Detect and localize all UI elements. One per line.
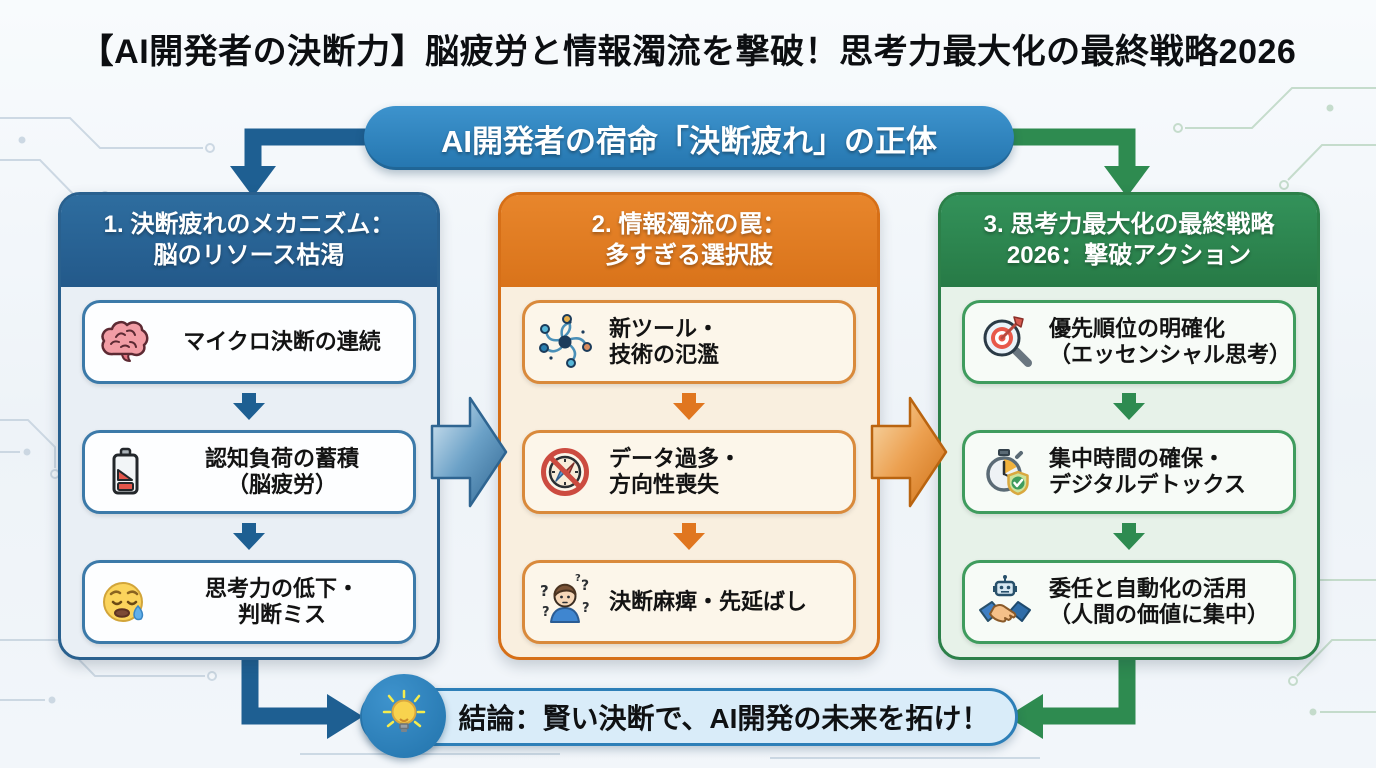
svg-text:?: ? — [540, 582, 549, 600]
battery-low-icon — [97, 444, 153, 500]
column-3-header-line1: 3. 思考力最大化の最終戦略 — [983, 211, 1275, 239]
item-label: マイクロ決断の連続 — [183, 329, 381, 355]
column-1-header-line2: 脳のリソース枯渇 — [153, 242, 345, 269]
down-arrow — [231, 523, 267, 551]
column-2-header-line1: 2. 情報濁流の罠： — [591, 211, 787, 239]
down-arrow — [1111, 523, 1147, 551]
column-information-overload: 2. 情報濁流の罠： 多すぎる選択肢 — [498, 192, 880, 660]
svg-text:?: ? — [575, 574, 581, 584]
item-label: 優先順位の明確化 （エッセンシャル思考） — [1049, 316, 1292, 367]
item-thinking-decline: 思考力の低下・ 判断ミス — [82, 560, 416, 644]
item-label: 新ツール・ 技術の氾濫 — [609, 316, 720, 367]
target-magnifier-icon — [977, 314, 1033, 370]
item-cognitive-load: 認知負荷の蓄積 （脳疲労） — [82, 430, 416, 514]
item-label: 集中時間の確保・ デジタルデトックス — [1049, 446, 1246, 497]
column-3-header-line2: 2026：撃破アクション — [1006, 242, 1252, 269]
tool-swirl-icon — [537, 314, 593, 370]
top-banner-label: AI開発者の宿命「決断疲れ」の正体 — [441, 123, 937, 159]
svg-text:?: ? — [581, 578, 589, 594]
column-2-body: 新ツール・ 技術の氾濫 — [501, 287, 877, 657]
flow-arrow-col1-to-col2 — [430, 390, 510, 519]
column-decision-fatigue: 1. 決断疲れのメカニズム： 脳のリソース枯渇 マイクロ決断の連続 — [58, 192, 440, 660]
robot-handshake-icon — [977, 574, 1033, 630]
lightbulb-icon — [362, 674, 446, 758]
item-data-overload: データ過多・ 方向性喪失 — [522, 430, 856, 514]
column-1-header-line1: 1. 決断疲れのメカニズム： — [103, 211, 395, 239]
item-label: 委任と自動化の活用 （人間の価値に集中） — [1049, 576, 1270, 627]
down-arrow — [231, 393, 267, 421]
brain-icon — [97, 314, 153, 370]
down-arrow — [671, 523, 707, 551]
item-delegation-automation: 委任と自動化の活用 （人間の価値に集中） — [962, 560, 1296, 644]
top-banner: AI開発者の宿命「決断疲れ」の正体 — [364, 106, 1014, 170]
item-new-tools-flood: 新ツール・ 技術の氾濫 — [522, 300, 856, 384]
flow-arrow-col2-to-col3 — [870, 390, 950, 519]
column-3-header: 3. 思考力最大化の最終戦略 2026：撃破アクション — [941, 195, 1317, 287]
item-label: 思考力の低下・ 判断ミス — [204, 576, 359, 627]
column-strategy-2026: 3. 思考力最大化の最終戦略 2026：撃破アクション — [938, 192, 1320, 660]
column-1-header: 1. 決断疲れのメカニズム： 脳のリソース枯渇 — [61, 195, 437, 287]
no-compass-icon — [537, 444, 593, 500]
item-micro-decisions: マイクロ決断の連続 — [82, 300, 416, 384]
item-label: 認知負荷の蓄積 （脳疲労） — [204, 446, 359, 497]
column-2-header-line2: 多すぎる選択肢 — [605, 242, 773, 269]
down-arrow — [1111, 393, 1147, 421]
column-3-body: 優先順位の明確化 （エッセンシャル思考） — [941, 287, 1317, 657]
item-decision-paralysis: ? ? ? ? ? 決断麻痺・先延ばし — [522, 560, 856, 644]
svg-text:?: ? — [582, 601, 590, 616]
sleepy-face-icon — [97, 574, 153, 630]
stopwatch-shield-icon — [977, 444, 1033, 500]
conclusion-label: 結論：賢い決断で、AI開発の未来を拓け！ — [458, 703, 990, 734]
confused-person-icon: ? ? ? ? ? — [537, 574, 593, 630]
item-focus-time: 集中時間の確保・ デジタルデトックス — [962, 430, 1296, 514]
conclusion-banner: 結論：賢い決断で、AI開発の未来を拓け！ — [360, 688, 1018, 746]
item-prioritization: 優先順位の明確化 （エッセンシャル思考） — [962, 300, 1296, 384]
svg-text:?: ? — [542, 605, 550, 620]
item-label: データ過多・ 方向性喪失 — [609, 446, 742, 497]
column-1-body: マイクロ決断の連続 認知負荷の蓄積 （脳疲労 — [61, 287, 437, 657]
page-title: 【AI開発者の決断力】脳疲労と情報濁流を撃破！思考力最大化の最終戦略2026 — [79, 33, 1297, 71]
column-2-header: 2. 情報濁流の罠： 多すぎる選択肢 — [501, 195, 877, 287]
item-label: 決断麻痺・先延ばし — [609, 589, 808, 615]
down-arrow — [671, 393, 707, 421]
